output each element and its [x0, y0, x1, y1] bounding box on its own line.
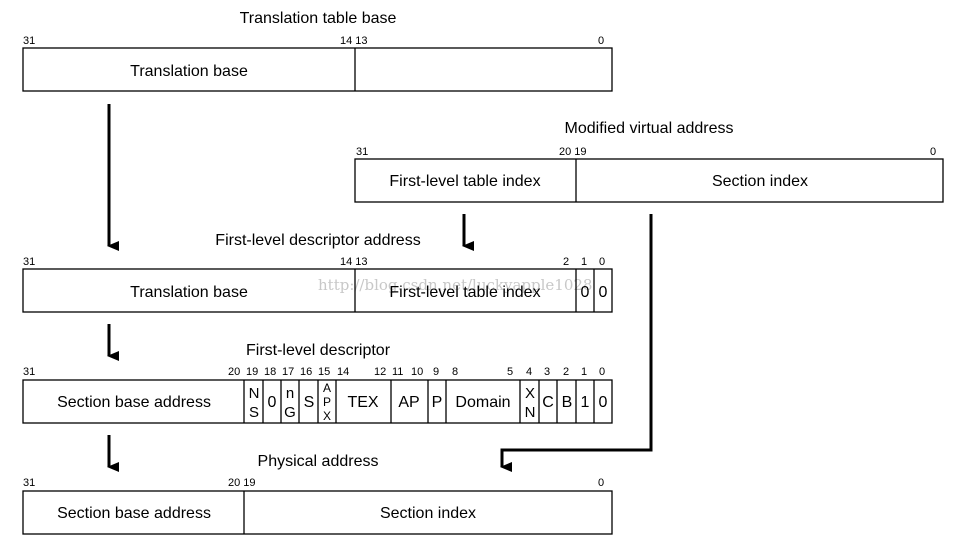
first-level-descriptor-address-register: First-level descriptor address 31 14 13 …	[22, 232, 613, 313]
bit-label: 14 13	[340, 256, 368, 268]
bit-label: 14	[337, 366, 349, 378]
bit-label: 31	[23, 35, 35, 47]
bit-label: 1	[581, 256, 587, 268]
bit-label: 8	[452, 366, 458, 378]
physical-address-register: Physical address 31 20 19 0 Section base…	[22, 453, 613, 535]
register-box	[22, 490, 613, 535]
register-box	[22, 268, 613, 313]
translation-table-base-register: Translation table base 31 14 13 0 Transl…	[22, 10, 613, 92]
translation-table-base-title: Translation table base	[240, 10, 397, 27]
first-level-descriptor-register: First-level descriptor 31 20 19 18 17 16…	[22, 342, 613, 424]
first-level-descriptor-address-title: First-level descriptor address	[215, 232, 420, 249]
bit-label: 9	[433, 366, 439, 378]
ng-field-bottom: G	[284, 404, 296, 421]
bit-label: 15	[318, 366, 330, 378]
bit-label: 31	[356, 146, 368, 158]
bit-label: 20	[228, 366, 240, 378]
flow-arrows	[107, 104, 653, 472]
first-level-table-index-field: First-level table index	[389, 173, 540, 190]
bit-label: 31	[23, 366, 35, 378]
bit-label: 0	[598, 477, 604, 489]
bit-label: 10	[411, 366, 423, 378]
bit-label: 2	[563, 366, 569, 378]
bit-label: 0	[930, 146, 936, 158]
bit-label: 31	[23, 256, 35, 268]
domain-field: Domain	[455, 394, 510, 411]
tex-field: TEX	[347, 394, 378, 411]
bit-label: 20 19	[228, 477, 256, 489]
bit-label: 0	[599, 366, 605, 378]
c-field: C	[542, 394, 554, 411]
bit-label: 12	[374, 366, 386, 378]
zero-bit-field: 0	[599, 284, 608, 301]
ng-field-top: n	[286, 385, 294, 402]
first-level-table-index-field: First-level table index	[389, 284, 540, 301]
bit-label: 0	[598, 35, 604, 47]
arrow-bent-icon	[500, 214, 653, 472]
apx-field-p: P	[323, 395, 331, 409]
bit-label: 14 13	[340, 35, 368, 47]
zero-bit-field: 0	[599, 394, 608, 411]
s-field: S	[304, 394, 315, 411]
one-bit-field: 1	[581, 394, 590, 411]
bit-label: 5	[507, 366, 513, 378]
apx-field-x: X	[323, 409, 331, 423]
modified-virtual-address-title: Modified virtual address	[565, 120, 734, 137]
ns-field-top: N	[249, 385, 260, 402]
bit-label: 4	[526, 366, 532, 378]
xn-field-top: X	[525, 385, 535, 402]
translation-base-field: Translation base	[130, 284, 248, 301]
bit-label: 20 19	[559, 146, 587, 158]
p-field: P	[432, 394, 443, 411]
bit-label: 0	[599, 256, 605, 268]
bit-label: 31	[23, 477, 35, 489]
watermark-text: http://blog.csdn.net/luckyapple1028	[318, 276, 592, 294]
bit-label: 2	[563, 256, 569, 268]
sbz-bit-field: 0	[268, 394, 277, 411]
apx-field-a: A	[323, 381, 331, 395]
section-base-address-field: Section base address	[57, 394, 211, 411]
xn-field-bottom: N	[525, 404, 536, 421]
register-box	[354, 158, 944, 203]
bit-label: 17	[282, 366, 294, 378]
translation-base-field: Translation base	[130, 63, 248, 80]
bit-label: 19	[246, 366, 258, 378]
first-level-descriptor-title: First-level descriptor	[246, 342, 391, 359]
register-box	[22, 47, 613, 92]
section-base-address-field: Section base address	[57, 505, 211, 522]
ap-field: AP	[398, 394, 419, 411]
section-index-field: Section index	[380, 505, 476, 522]
physical-address-title: Physical address	[258, 453, 379, 470]
modified-virtual-address-register: Modified virtual address 31 20 19 0 Firs…	[354, 120, 944, 203]
bit-label: 16	[300, 366, 312, 378]
b-field: B	[562, 394, 573, 411]
bit-label: 11	[392, 366, 403, 378]
bit-label: 1	[581, 366, 587, 378]
bit-label: 3	[544, 366, 550, 378]
ns-field-bottom: S	[249, 404, 259, 421]
zero-bit-field: 0	[581, 284, 590, 301]
section-index-field: Section index	[712, 173, 808, 190]
bit-label: 18	[264, 366, 276, 378]
